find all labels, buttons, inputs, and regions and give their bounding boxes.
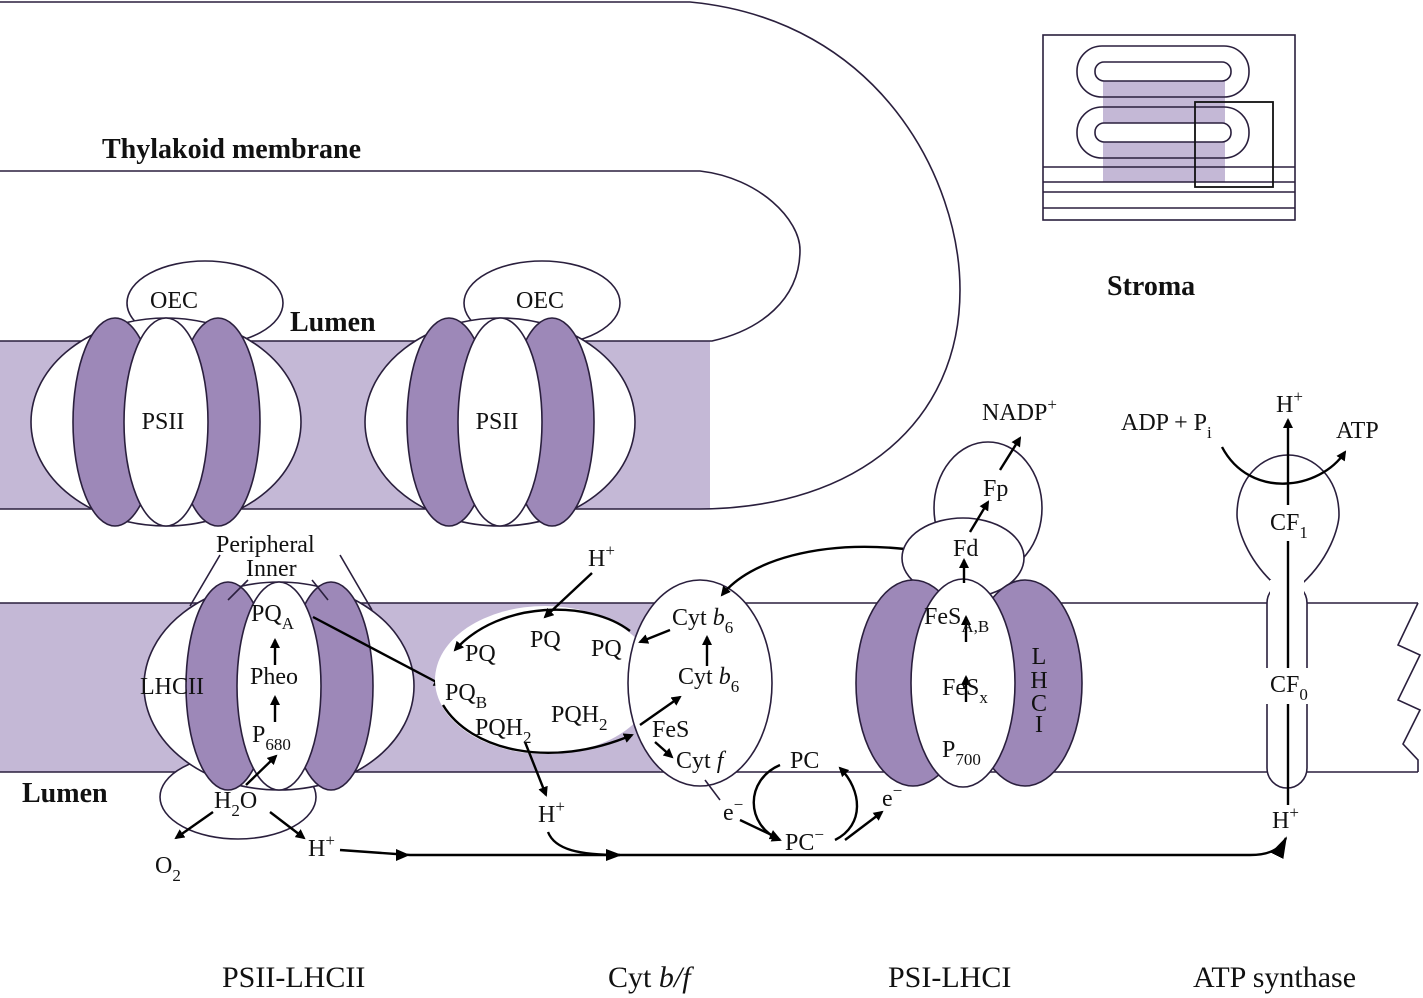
upper-psii-complex-2: OEC PSII [364,260,636,527]
pq-mid-label: PQ [530,627,561,653]
pqa-label: PQA [251,601,295,633]
label-cytbf: Cyt b/f [608,961,694,994]
lhci-letter-4: I [1035,712,1043,738]
cytbf-e-label: e− [723,795,743,826]
o2-label: O2 [155,853,181,885]
cyt-b6-top-label: Cyt b6 [672,605,733,637]
pc-minus-label: PC− [785,825,824,856]
inset-thylakoid-inner-1 [1094,61,1232,82]
proton-flow-line [339,836,1288,860]
pq-right-label: PQ [591,636,622,662]
h2o-label: H2O [214,788,257,820]
psii-1-label: PSII [142,409,185,435]
psii-1-core [123,317,209,527]
stroma-inset [1042,34,1296,221]
cytbf-complex [627,545,906,801]
atp-hplus-bottom-label: H+ [1272,803,1299,834]
label-psi-lhci: PSI-LHCI [888,961,1011,994]
psii-2-core [457,317,543,527]
oec-2-label: OEC [516,288,564,314]
cyt-b6-mid-label: Cyt b6 [678,664,739,696]
atp-synthase-complex [1220,418,1347,805]
pq-hplus-top-label: H+ [588,541,615,572]
fes-x-label: FeSx [942,675,988,707]
cyclic-return-arrow [720,545,906,597]
atp-hplus-top-label: H+ [1276,387,1303,418]
fd-label: Fd [953,536,978,562]
cf1-label: CF1 [1270,510,1308,542]
oec-1-label: OEC [150,288,198,314]
peripheral-leader-right [339,554,373,611]
outer-fold-line [0,1,961,510]
cyt-f-label: Cyt f [676,748,727,774]
inner-leader-left [227,579,249,601]
lumen-lower-label: Lumen [22,778,108,809]
pq-pool-region [435,606,655,754]
p700-label: P700 [942,737,981,769]
fes-ab-label: FeSA,B [924,604,989,636]
p680-label: P680 [252,722,291,754]
pq-pool [435,572,655,797]
proton-gradient-flow [339,831,1288,861]
pc-label: PC [790,748,819,774]
label-psii-lhcii: PSII-LHCII [222,961,365,994]
stroma-label: Stroma [1107,271,1195,302]
psii-2-label: PSII [476,409,519,435]
pq-left-label: PQ [465,641,496,667]
inset-zoom-box [1194,101,1274,188]
psii-arrows [174,615,444,840]
lhci-letter-2: H [1030,668,1047,694]
adp-label: ADP + Pi [1121,410,1212,442]
lhci-letter-3: C [1031,691,1047,717]
membrane-cut-edge [1396,602,1422,772]
pc-e-label: e− [882,781,902,812]
inner-leader-right [311,579,329,601]
psii-hplus-label: H+ [308,831,335,862]
cf0-label: CF0 [1270,672,1308,704]
pq-arc-bottom [441,704,634,754]
inset-thylakoid-outer-1 [1076,45,1250,98]
inner-label: Inner [246,556,297,582]
pqh2-right-label: PQH2 [551,702,608,734]
peripheral-leader-left [189,554,221,607]
fp-label: Fp [983,476,1008,502]
peripheral-label: Peripheral [216,532,315,558]
pqh2-left-label: PQH2 [475,715,532,747]
pq-hplus-bottom-label: H+ [538,797,565,828]
inset-thylakoid-outer-2 [1076,106,1250,159]
lhci-letter-1: L [1032,644,1047,670]
inset-thylakoid-inner-2 [1094,122,1232,143]
inner-fold-line [0,170,801,342]
lhcii-label: LHCII [140,674,204,700]
pheo-label: Pheo [250,664,298,690]
lumen-upper-label: Lumen [290,307,376,338]
title-label: Thylakoid membrane [102,134,361,165]
pqb-label: PQB [445,680,487,712]
fes-label: FeS [652,717,689,743]
upper-psii-complex-1: OEC PSII [30,260,302,527]
psi-lhci-complex [855,436,1083,788]
atp-label: ATP [1336,418,1379,444]
psii-core-lower [236,581,322,791]
adp-to-atp-arrow [1220,446,1347,485]
lhci-vertical-label: L H C I [1030,644,1047,738]
nadp-label: NADP+ [982,395,1057,426]
label-atp-synthase: ATP synthase [1193,961,1356,994]
